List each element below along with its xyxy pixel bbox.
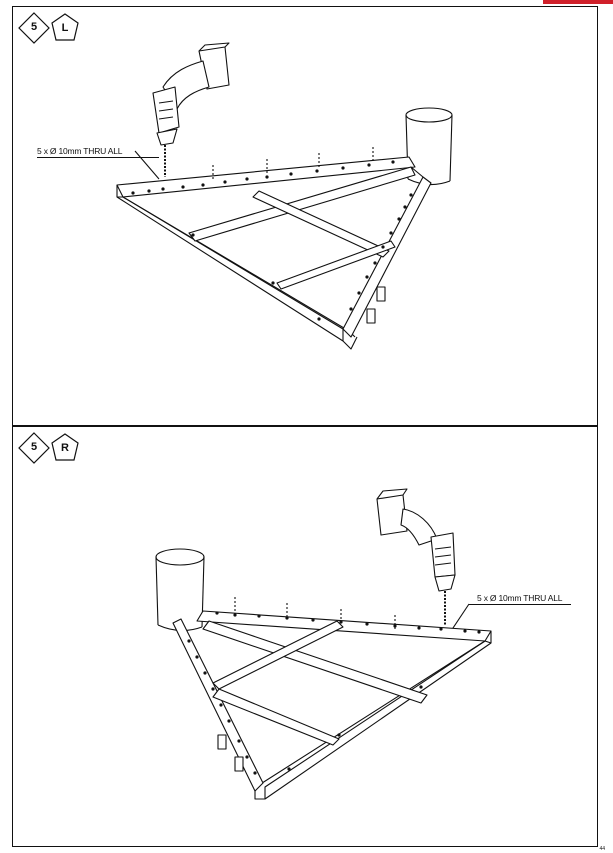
drill-icon — [376, 488, 456, 625]
brand-accent-bar — [543, 0, 613, 4]
frame-feet — [366, 286, 386, 324]
step-number-diamond-icon — [18, 12, 50, 44]
step-number-diamond-icon — [18, 432, 50, 464]
step-badge-shapes — [18, 432, 79, 464]
step-panel-right: 5 R 5 x Ø 10mm THRU ALL — [12, 426, 598, 847]
side-label: R — [61, 442, 69, 454]
hole-callout: 5 x Ø 10mm THRU ALL — [477, 593, 563, 603]
step-number: 5 — [30, 21, 38, 33]
side-pentagon-icon — [51, 433, 79, 461]
callout-underline — [37, 157, 159, 158]
step-badges: 5 R — [17, 431, 87, 465]
hole-callout: 5 x Ø 10mm THRU ALL — [37, 146, 123, 156]
side-pentagon-icon — [51, 13, 79, 41]
step-badges: 5 L — [17, 11, 87, 45]
callout-underline — [469, 604, 571, 605]
step-number: 5 — [30, 441, 38, 453]
drill-icon — [152, 42, 230, 177]
callout-leader — [134, 150, 160, 180]
assembly-illustration — [116, 42, 453, 350]
cylinder-post — [405, 107, 453, 186]
frame-feet — [217, 734, 244, 772]
step-panel-left: 5 L 5 x Ø 10mm THRU ALL — [12, 6, 598, 426]
cylinder-post — [155, 548, 205, 632]
triangular-frame — [116, 156, 432, 350]
step-badge-shapes — [18, 12, 79, 44]
holes — [187, 611, 481, 775]
triangular-frame — [172, 610, 492, 800]
holes — [131, 160, 413, 321]
side-label: L — [61, 22, 69, 34]
page-number: 44 — [599, 846, 605, 852]
assembly-illustration — [155, 488, 492, 800]
